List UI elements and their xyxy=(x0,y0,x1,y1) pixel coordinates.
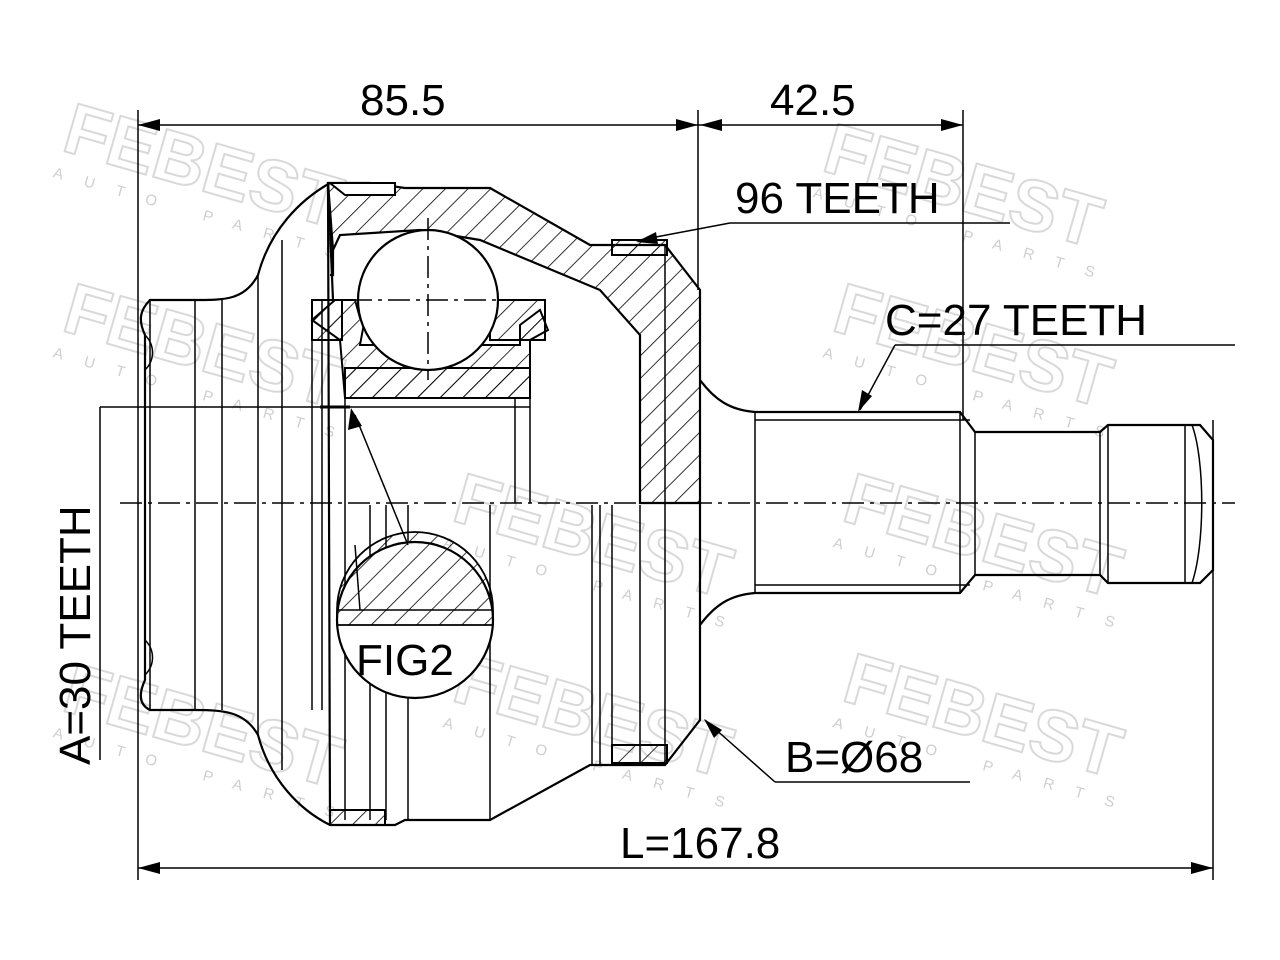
watermark-layer: FEBEST AUTO PARTS FEBEST AUTO PARTS FEBE… xyxy=(51,87,1138,827)
boot xyxy=(139,182,331,826)
fig2-leader xyxy=(354,414,409,546)
dim-85-5: 85.5 xyxy=(360,76,446,125)
inner-race xyxy=(310,218,550,399)
label-c-27-teeth: C=27 TEETH xyxy=(885,296,1147,345)
dimensions: 85.5 42.5 L=167.8 96 TEETH C=27 TEETH B=… xyxy=(51,76,1235,880)
label-96-teeth: 96 TEETH xyxy=(735,174,940,223)
label-b-68: B=Ø68 xyxy=(785,733,923,782)
fig2-label: FIG2 xyxy=(356,636,454,685)
dim-42-5: 42.5 xyxy=(770,76,856,125)
label-a-30-teeth: A=30 TEETH xyxy=(51,505,100,765)
fig2-detail: FIG2 xyxy=(335,408,495,700)
dim-total-length: L=167.8 xyxy=(620,819,780,868)
